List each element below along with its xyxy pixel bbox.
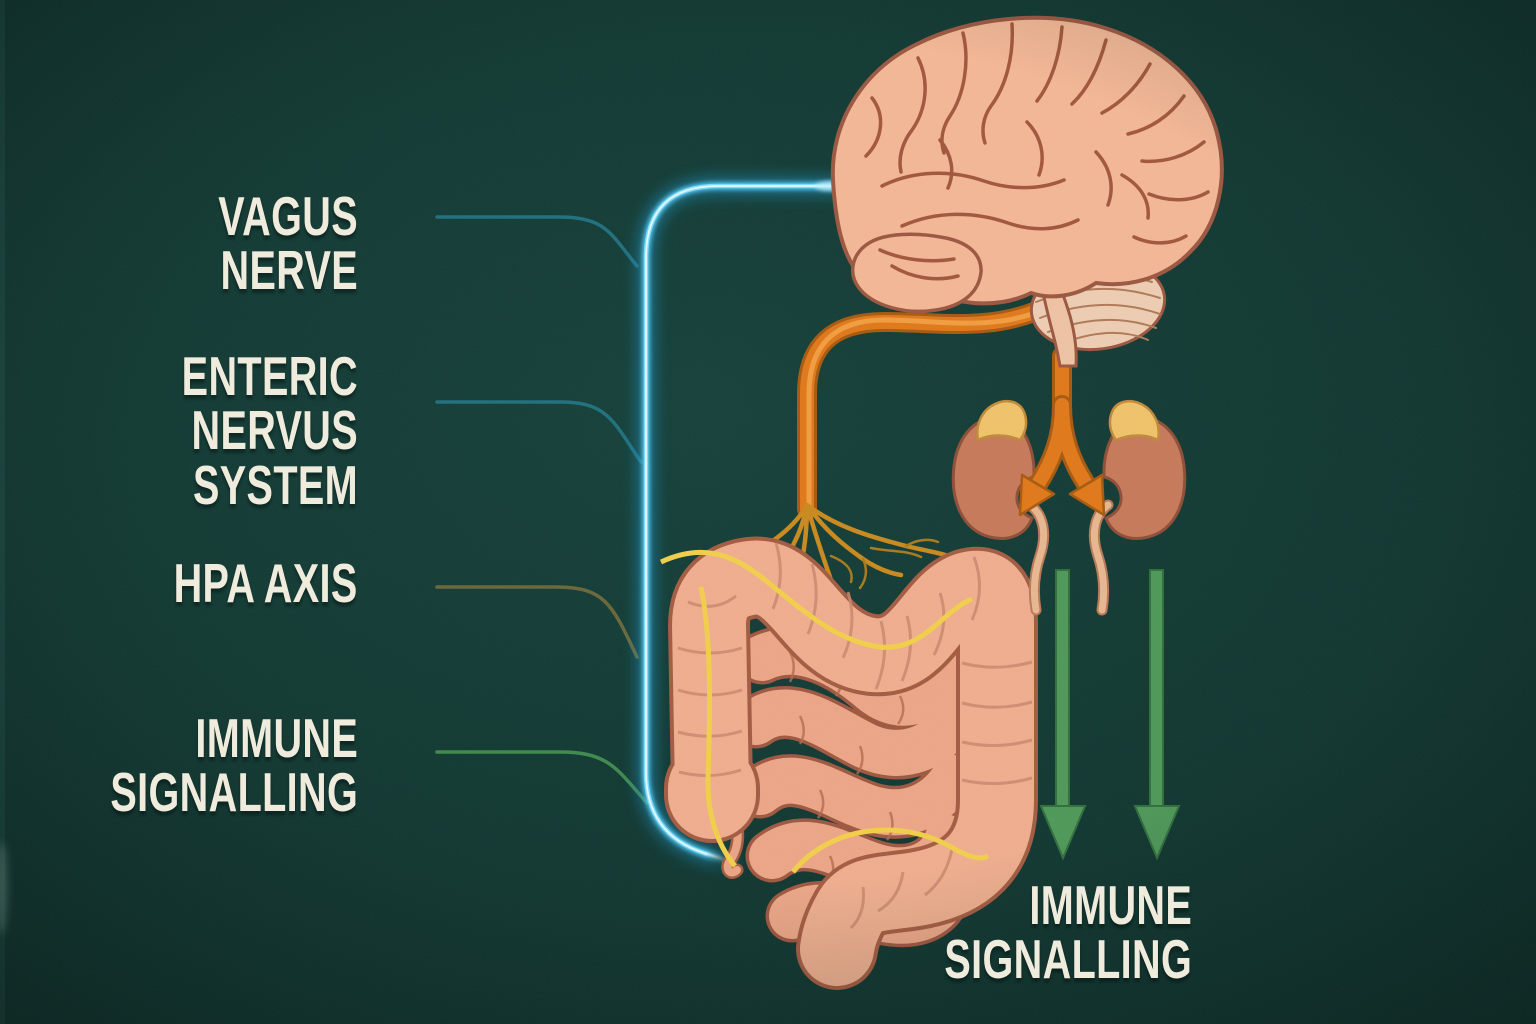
gut-brain-axis-diagram: VAGUS NERVE ENTERIC NERVUS SYSTEM HPA AX… bbox=[0, 0, 1536, 1024]
grain-texture bbox=[0, 0, 1536, 1024]
diagram-canvas bbox=[0, 0, 1536, 1024]
